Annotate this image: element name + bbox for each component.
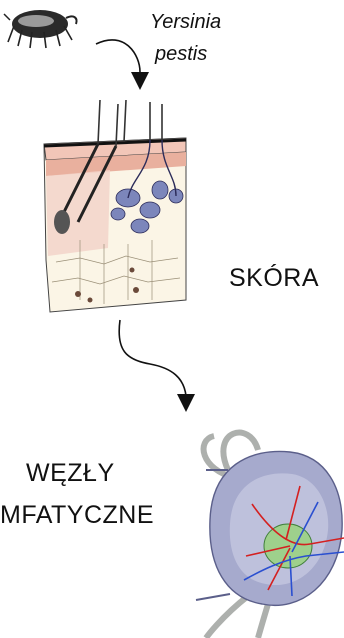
- lymph-label-line1: WĘZŁY: [26, 458, 115, 488]
- skin-to-lymph-arrow: [119, 320, 195, 412]
- lymph-node-icon: [196, 433, 344, 638]
- pathogen-name-line2: pestis: [155, 42, 207, 66]
- lymph-label-line2: MFATYCZNE: [0, 500, 154, 530]
- flea-to-skin-arrow: [96, 40, 149, 90]
- skin-label: SKÓRA: [229, 263, 319, 293]
- flea-icon: [4, 10, 77, 48]
- skin-cross-section-icon: [44, 100, 186, 312]
- pathogen-name-line1: Yersinia: [150, 10, 221, 34]
